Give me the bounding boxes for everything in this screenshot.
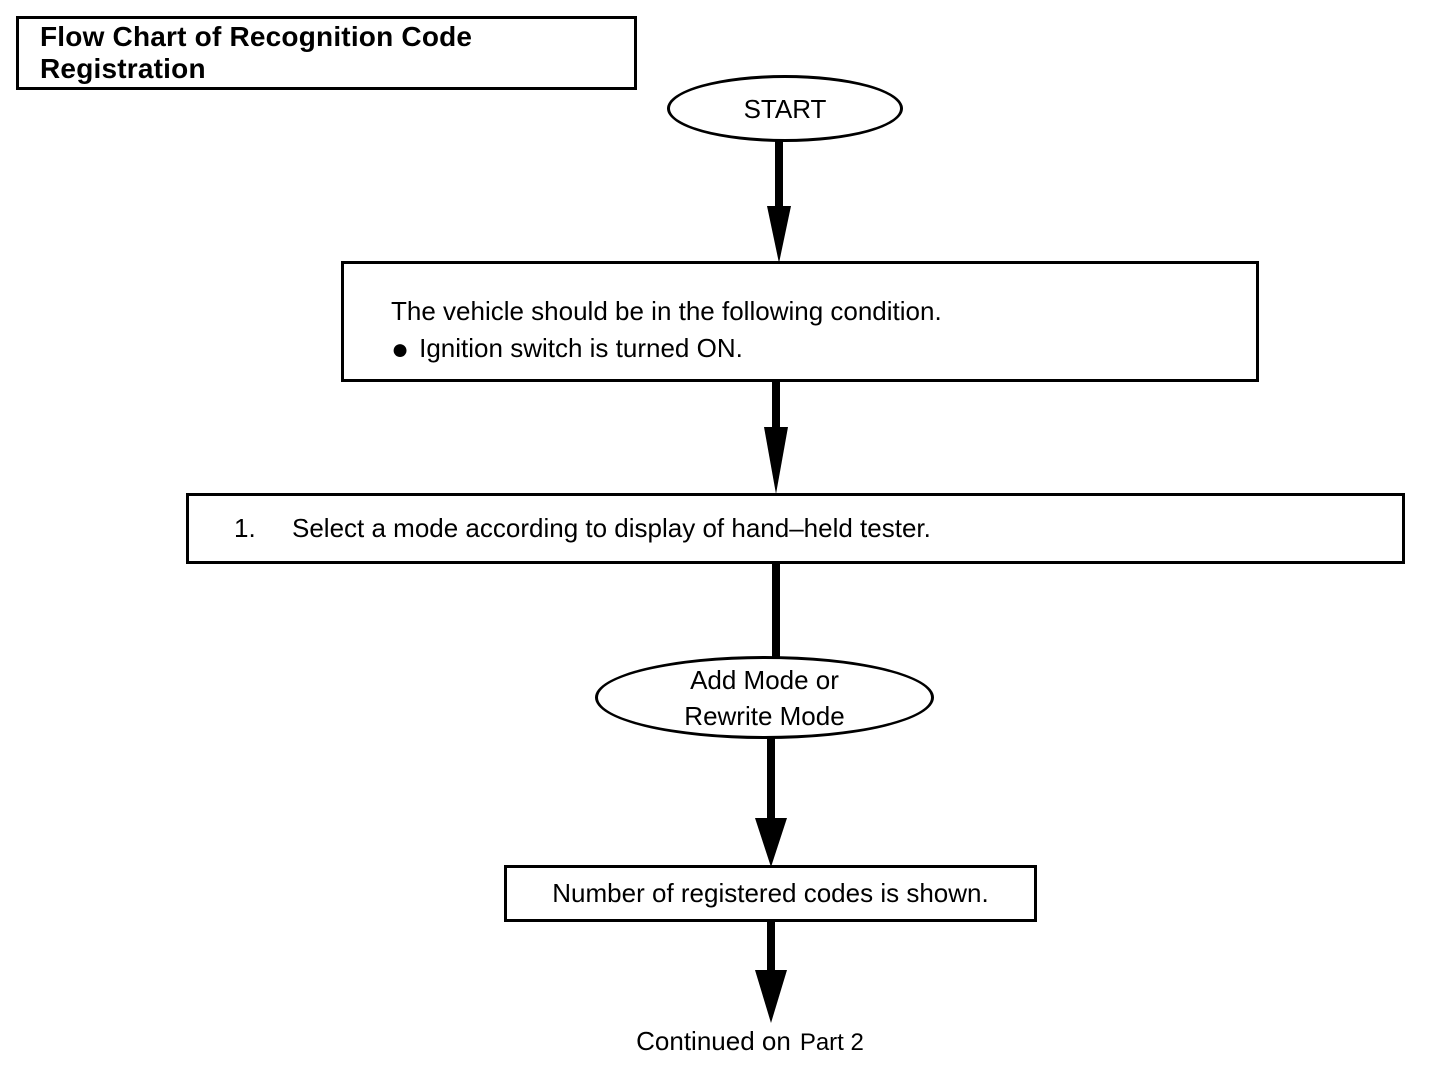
- condition-line2: ●Ignition switch is turned ON.: [391, 333, 743, 366]
- chart-title-box: Flow Chart of Recognition Code Registrat…: [16, 16, 637, 90]
- arrow-head-icon: [755, 970, 787, 1023]
- arrow-shaft: [767, 920, 775, 972]
- arrow-head-icon: [755, 818, 787, 867]
- registered-codes-text: Number of registered codes is shown.: [552, 878, 989, 908]
- arrow-shaft: [767, 737, 775, 821]
- chart-title: Flow Chart of Recognition Code Registrat…: [40, 21, 473, 84]
- arrow-mode-to-codes: [755, 737, 787, 867]
- continued-prefix: Continued on: [636, 1026, 791, 1056]
- mode-line2: Rewrite Mode: [684, 700, 845, 731]
- select-mode-box: 1. Select a mode according to display of…: [186, 493, 1405, 564]
- continued-label: Continued on Part 2: [540, 1026, 960, 1057]
- condition-box: The vehicle should be in the following c…: [341, 261, 1259, 382]
- arrow-head-icon: [764, 427, 788, 494]
- mode-line1: Add Mode or: [690, 664, 839, 695]
- registered-codes-box: Number of registered codes is shown.: [504, 865, 1037, 922]
- mode-node: Add Mode or Rewrite Mode: [595, 656, 934, 739]
- line-select-to-mode: [772, 563, 780, 658]
- start-node: START: [667, 75, 903, 142]
- arrow-start-to-condition: [767, 141, 791, 263]
- condition-line1: The vehicle should be in the following c…: [391, 296, 942, 326]
- step-number: 1.: [234, 513, 256, 543]
- bullet-icon: ●: [391, 333, 410, 366]
- connector-line: [772, 563, 780, 658]
- arrow-shaft: [775, 141, 783, 208]
- arrow-head-icon: [767, 206, 791, 263]
- arrow-condition-to-select: [764, 381, 788, 494]
- continued-suffix: Part 2: [799, 1029, 864, 1056]
- arrow-shaft: [772, 381, 780, 430]
- start-label: START: [743, 93, 827, 124]
- arrow-codes-to-continued: [755, 920, 787, 1023]
- select-mode-text: Select a mode according to display of ha…: [292, 513, 931, 543]
